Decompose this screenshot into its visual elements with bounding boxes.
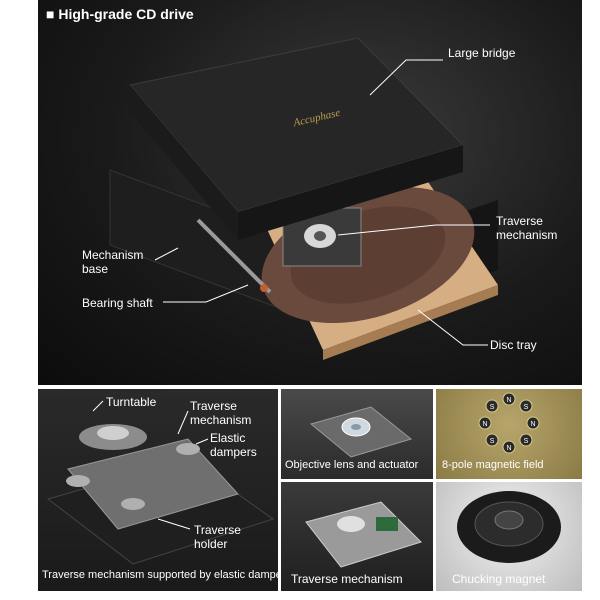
leader-disc-tray xyxy=(417,309,488,346)
label-turntable: Turntable xyxy=(106,395,157,409)
traverse-frame xyxy=(305,501,422,568)
magnetic-pole-label: N xyxy=(482,421,487,428)
bearing-shaft xyxy=(196,218,272,294)
traverse-mechanism-illustration xyxy=(305,501,422,568)
disc-tray-edge xyxy=(323,285,498,360)
label-mechanism-base: Mechanism base xyxy=(82,248,143,276)
damper-1 xyxy=(176,443,200,455)
caption-chucking-magnet: Chucking magnet xyxy=(452,572,546,586)
inset-elastic-dampers: Turntable Traverse mechanism Elastic dam… xyxy=(38,389,278,591)
magnetic-pole-label: N xyxy=(506,397,511,404)
header-bullet: ■ xyxy=(46,6,55,22)
magnetic-pole xyxy=(519,433,533,447)
label-traverse-inset: Traverse mechanism xyxy=(190,399,251,427)
label-elastic-line2: dampers xyxy=(210,445,257,459)
spindle-center xyxy=(314,231,326,241)
chucking-hub xyxy=(494,510,524,530)
magnetic-pole-label: S xyxy=(490,404,495,411)
leader-elastic xyxy=(195,438,209,445)
caption-objective-lens: Objective lens and actuator xyxy=(285,459,419,471)
label-elastic-line1: Elastic xyxy=(210,431,246,445)
leader-holder xyxy=(157,518,191,530)
caption-magnetic-field: 8-pole magnetic field xyxy=(442,459,544,471)
inset-chucking-magnet: Chucking magnet xyxy=(436,482,582,591)
label-disc-tray: Disc tray xyxy=(490,338,537,352)
chucking-magnet-illustration xyxy=(457,491,561,563)
leader-large-bridge xyxy=(369,59,443,96)
traverse-plate xyxy=(67,438,239,530)
magnetic-pole xyxy=(526,416,540,430)
magnetic-pole xyxy=(502,392,516,406)
damper-2 xyxy=(66,475,90,487)
magnetic-pole xyxy=(502,440,516,454)
cd-drive-illustration xyxy=(109,37,498,360)
main-photo-panel: ■ High-grade CD drive Accuphase Large br… xyxy=(38,0,582,385)
label-traverse-line2: mechanism xyxy=(496,228,558,242)
leader-mechanism-base xyxy=(154,247,179,261)
magnetic-pole xyxy=(478,416,492,430)
label-traverse-holder: Traverse holder xyxy=(194,523,241,551)
lens-center xyxy=(351,424,361,430)
label-traverse-inset-line1: Traverse xyxy=(190,399,237,413)
label-traverse-inset-line2: mechanism xyxy=(190,413,252,427)
damper-3 xyxy=(121,498,145,510)
magnetic-pole-label: S xyxy=(490,438,495,445)
label-traverse-mechanism: Traverse mechanism xyxy=(496,214,557,242)
header-title: ■ High-grade CD drive xyxy=(46,6,194,22)
caption-elastic-dampers: Traverse mechanism supported by elastic … xyxy=(42,569,278,581)
label-traverse-line1: Traverse xyxy=(496,214,543,228)
magnetic-pole xyxy=(485,399,499,413)
caption-traverse-mechanism: Traverse mechanism xyxy=(291,572,403,586)
magnetic-pole-label: N xyxy=(530,421,535,428)
lid-front xyxy=(238,145,463,240)
inset-elastic-illustration xyxy=(46,400,275,565)
label-mechanism-base-line1: Mechanism xyxy=(82,248,144,262)
traverse-pcb xyxy=(376,517,398,531)
leader-bearing-shaft xyxy=(163,284,249,303)
lid-left xyxy=(130,85,238,240)
leader-traverse-inset xyxy=(177,410,189,435)
magnetic-pole xyxy=(485,433,499,447)
inset-traverse-mechanism: Traverse mechanism xyxy=(281,482,433,591)
leader-traverse xyxy=(337,224,490,236)
traverse-spindle xyxy=(337,516,365,532)
bearing-ring xyxy=(260,284,268,292)
magnetic-pole xyxy=(519,399,533,413)
label-bearing-shaft: Bearing shaft xyxy=(82,296,153,310)
magnetic-pole-label: S xyxy=(524,438,529,445)
inset-magnetic-field: N S N S N S N S 8-pole magnetic field xyxy=(436,389,582,479)
objective-lens-illustration xyxy=(309,406,413,458)
header-title-text: High-grade CD drive xyxy=(58,6,194,22)
magnetic-field-illustration: N S N S N S N S xyxy=(478,392,540,454)
turntable-top xyxy=(97,426,129,440)
magnetic-pole-label: N xyxy=(506,445,511,452)
label-holder-line1: Traverse xyxy=(194,523,241,537)
inset-objective-lens: Objective lens and actuator xyxy=(281,389,433,479)
leader-turntable xyxy=(92,400,104,412)
label-mechanism-base-line2: base xyxy=(82,262,109,276)
label-holder-line2: holder xyxy=(194,537,228,551)
magnetic-pole-label: S xyxy=(524,404,529,411)
label-elastic-dampers: Elastic dampers xyxy=(210,431,257,459)
label-large-bridge: Large bridge xyxy=(448,46,516,60)
